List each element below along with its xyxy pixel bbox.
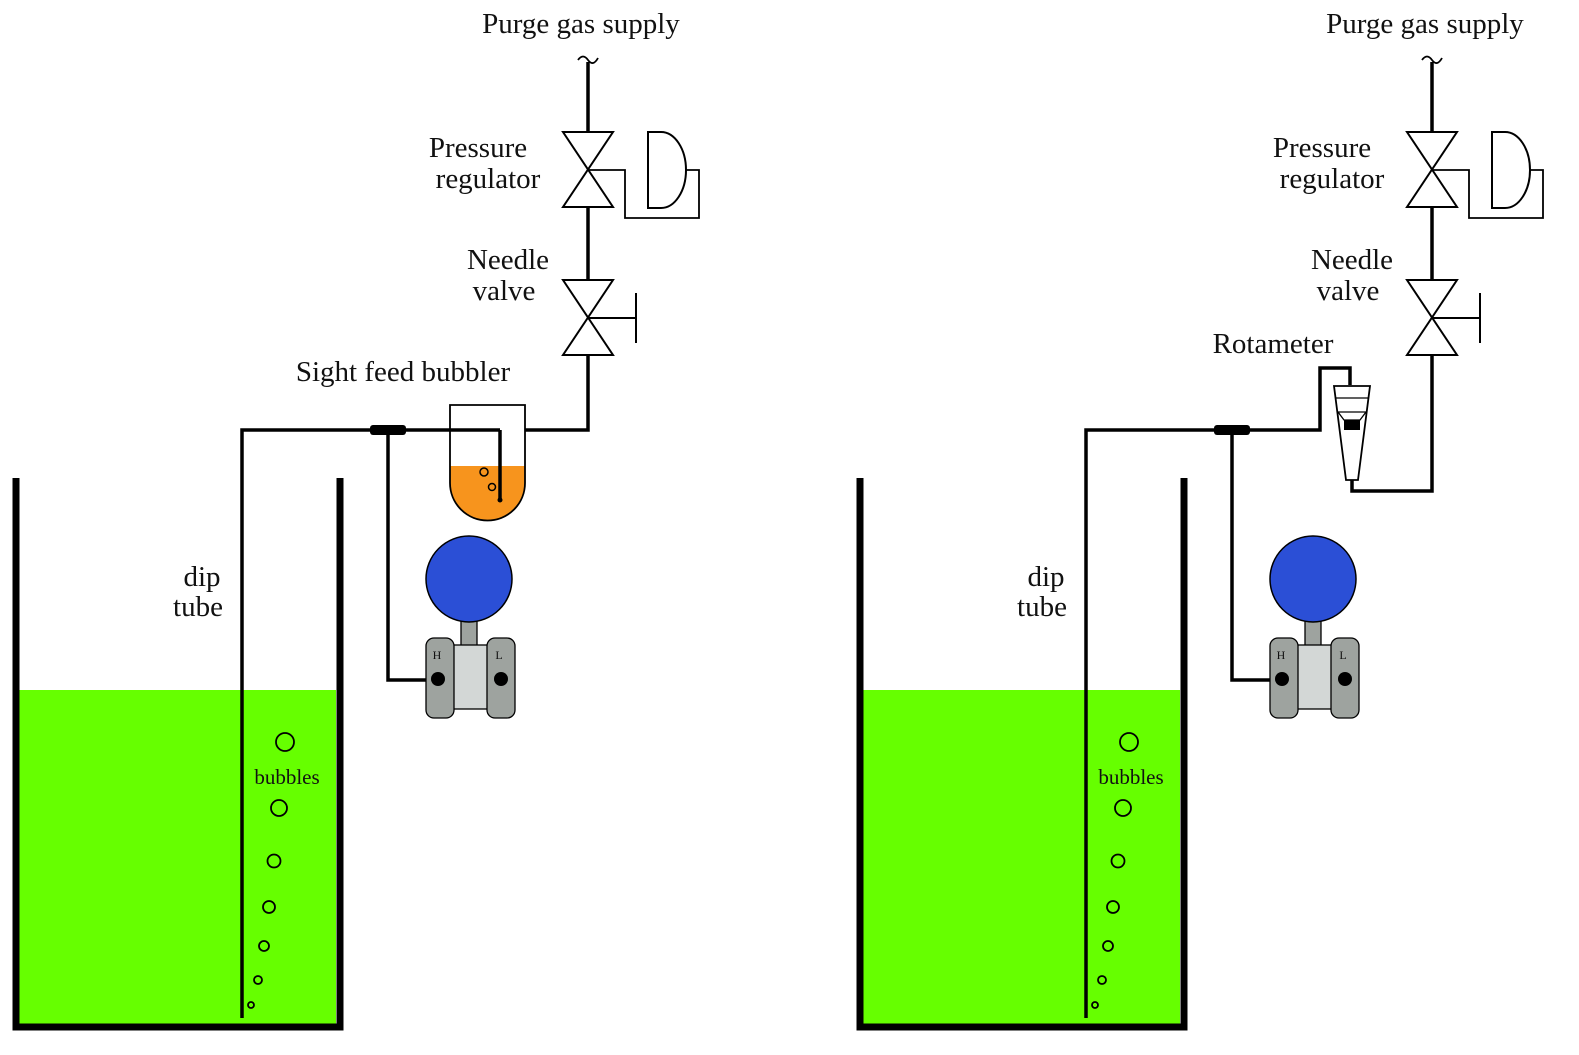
right-pressure-regulator-label-1: Pressure [1273, 132, 1371, 164]
right-impulse-line [1230, 430, 1282, 682]
left-port-low-label: L [495, 648, 502, 662]
right-supply-line-lower [1350, 355, 1434, 493]
left-needle-valve-label-1: Needle [467, 244, 549, 276]
right-system: H L Purge gas supply Pressure regulator … [856, 8, 1544, 1031]
left-tank-liquid [19, 690, 336, 1026]
left-pressure-regulator-label-1: Pressure [429, 132, 527, 164]
left-supply-line-lower [525, 355, 590, 432]
right-pressure-regulator-label-2: regulator [1280, 163, 1385, 195]
right-tank-liquid [863, 690, 1180, 1026]
left-supply-break-icon [577, 55, 599, 64]
left-dip-tube-label-2: tube [173, 591, 223, 623]
left-bubbles [247, 732, 295, 1009]
left-sight-feed-bubbler [449, 404, 526, 522]
left-port-high-label: H [433, 648, 442, 662]
left-bubbles-label: bubbles [254, 765, 319, 789]
left-purge-gas-supply-label: Purge gas supply [482, 8, 680, 40]
left-dp-transmitter: H L [425, 535, 516, 719]
left-tank [12, 478, 344, 1031]
right-needle-valve [1405, 279, 1481, 356]
right-bubbles [1091, 732, 1139, 1009]
left-system: H L Purge gas supply Pressure regulator … [12, 8, 700, 1031]
left-pressure-regulator [561, 131, 700, 219]
right-port-high-label: H [1277, 648, 1286, 662]
right-rotameter-label: Rotameter [1213, 328, 1334, 360]
left-impulse-line [386, 430, 438, 682]
right-dip-tube-label-1: dip [1027, 561, 1064, 593]
right-pressure-regulator [1405, 131, 1544, 219]
right-needle-valve-label-1: Needle [1311, 244, 1393, 276]
right-bubbles-label: bubbles [1098, 765, 1163, 789]
right-rotameter [1332, 385, 1372, 481]
right-dp-transmitter: H L [1269, 535, 1360, 719]
right-supply-break-icon [1421, 55, 1443, 64]
right-needle-valve-label-2: valve [1317, 275, 1380, 307]
left-dip-tube [240, 428, 500, 1018]
right-tank [856, 478, 1188, 1031]
left-needle-valve [561, 279, 637, 356]
right-dip-tube [1084, 366, 1352, 1018]
right-port-low-label: L [1339, 648, 1346, 662]
left-sight-feed-bubbler-label: Sight feed bubbler [296, 356, 511, 388]
left-pressure-regulator-label-2: regulator [436, 163, 541, 195]
left-dip-tube-label-1: dip [183, 561, 220, 593]
left-needle-valve-label-2: valve [473, 275, 536, 307]
right-purge-gas-supply-label: Purge gas supply [1326, 8, 1524, 40]
right-dip-tube-label-2: tube [1017, 591, 1067, 623]
